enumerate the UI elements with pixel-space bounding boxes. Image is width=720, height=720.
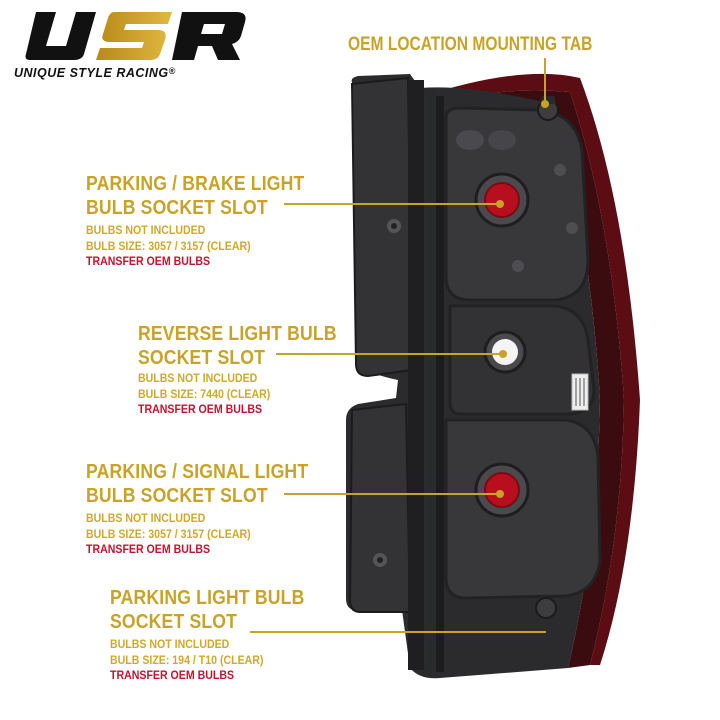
brake-socket: [474, 172, 530, 228]
left-flange-lower: [348, 402, 412, 613]
left-flange-upper: [350, 76, 414, 378]
callout-parking-notes: BULBS NOT INCLUDED BULB SIZE: 194 / T10 …: [110, 639, 264, 682]
callout-reverse-notes: BULBS NOT INCLUDED BULB SIZE: 7440 (CLEA…: [138, 373, 271, 416]
callout-mounting-tab-title: OEM LOCATION MOUNTING TAB: [348, 34, 593, 55]
callout-reverse-title: REVERSE LIGHT BULB SOCKET SLOT: [138, 323, 337, 369]
callout-brake-notes: BULBS NOT INCLUDED BULB SIZE: 3057 / 315…: [86, 225, 251, 268]
brand-tagline: UNIQUE STYLE RACING®: [14, 66, 176, 80]
bottom-mounting-tab: [535, 597, 557, 619]
usr-logo: [25, 12, 246, 60]
signal-socket: [474, 462, 530, 518]
lower-chamber: [444, 418, 602, 600]
callout-signal-notes: BULBS NOT INCLUDED BULB SIZE: 3057 / 315…: [86, 513, 251, 556]
callout-parking-title: PARKING LIGHT BULB SOCKET SLOT: [110, 587, 305, 633]
callout-signal-title: PARKING / SIGNAL LIGHT BULB SOCKET SLOT: [86, 461, 309, 507]
callout-brake-title: PARKING / BRAKE LIGHT BULB SOCKET SLOT: [86, 173, 305, 219]
